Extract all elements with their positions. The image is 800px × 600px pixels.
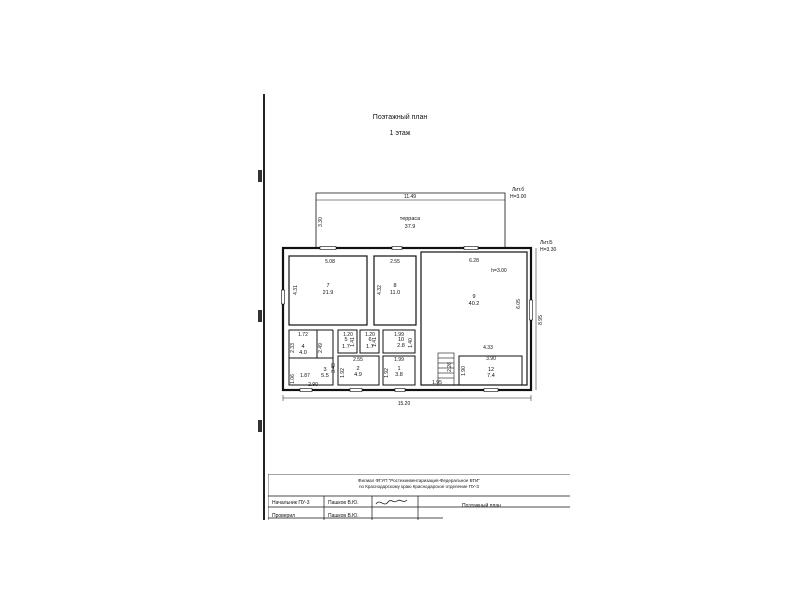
room-4-wall (288, 329, 318, 359)
dim-terrace-width: 11.49 (404, 194, 416, 200)
room-3-wall (288, 357, 334, 386)
dim-r8-width: 2.55 (390, 259, 400, 265)
room-7-number: 7 (326, 283, 329, 289)
dim-r3-width: 1.87 (300, 373, 310, 379)
room-5-area: 1.7 (342, 344, 350, 350)
lit-top-height: Н=3.00 (510, 194, 526, 200)
room-2-wall (337, 355, 380, 386)
org-line-1: Филиал ФГУП "Ростехинвентаризация-Федера… (358, 478, 480, 483)
signature (375, 499, 408, 505)
dim-stair-height: 2.26 (447, 362, 453, 372)
room-5-number: 5 (344, 337, 347, 343)
terrace-label: терраса (400, 216, 421, 222)
dim-r10-height: 1.40 (408, 338, 414, 348)
dim-stair-width: 1.95 (432, 380, 442, 386)
room-3-area: 5.5 (321, 373, 329, 379)
dim-r10-width: 1.99 (394, 332, 404, 338)
room-3-number: 3 (323, 367, 326, 373)
stamp-doc-title: Поэтажный план (462, 503, 501, 509)
dim-r12-height: 1.90 (461, 366, 467, 376)
room-7-wall (288, 255, 368, 326)
room-7-area: 21.9 (323, 290, 334, 296)
room-12-area: 7.4 (487, 373, 495, 379)
dim-r3-total: 2.90 (308, 382, 318, 388)
dim-r3-height: 3.49 (331, 363, 337, 373)
room-2-number: 2 (356, 366, 359, 372)
room-2-area: 4.9 (354, 372, 362, 378)
dim-r6-width: 1.20 (365, 332, 375, 338)
dim-r3-side: 1.06 (290, 374, 296, 384)
dim-total-width: 15.20 (398, 401, 411, 407)
dim-r7-width: 5.08 (325, 259, 335, 265)
dim-r4-height2: 2.49 (318, 343, 324, 353)
stamp-name-2: Пашков В.Ю. (328, 513, 359, 519)
room-10-wall (382, 329, 416, 354)
dim-r5-height: 1.41 (350, 337, 356, 347)
dim-r2-width: 2.55 (353, 357, 363, 363)
room-9-area: 40.2 (469, 301, 480, 307)
dim-r1-width: 1.99 (394, 357, 404, 363)
room-5-wall (337, 329, 358, 354)
dim-r12-width: 3.90 (486, 356, 496, 362)
lit-right-height: Н=3.30 (540, 247, 556, 253)
dim-r12-top: 4.33 (483, 345, 493, 351)
org-line-2: по Краснодарскому краю Краснодарское отд… (359, 484, 479, 489)
room-6-area: 1.7 (366, 344, 374, 350)
room-9-number: 9 (472, 294, 475, 300)
room-8-number: 8 (393, 283, 396, 289)
dim-r4-width: 1.72 (298, 332, 308, 338)
dim-r7-height: 4.31 (293, 285, 299, 295)
room-1-number: 1 (397, 366, 400, 372)
dim-total-height: 8.95 (538, 315, 544, 325)
dim-r8-height: 4.32 (377, 285, 383, 295)
room-8-wall (373, 255, 417, 326)
room-6-number: 6 (368, 337, 371, 343)
stamp-role-1: Начальник ПУ-3 (272, 500, 310, 506)
room-6-wall (359, 329, 380, 354)
margin-tick (258, 170, 262, 182)
margin-tick (258, 420, 262, 432)
dim-r6-height: 1.41 (372, 337, 378, 347)
document-title: Поэтажный план (372, 114, 428, 121)
room-10-area: 2.8 (397, 343, 405, 349)
dim-r9-height: 6.05 (516, 299, 522, 309)
stamp-name-1: Пашков В.Ю. (328, 500, 359, 506)
room-4-number: 4 (301, 344, 304, 350)
room-1-area: 3.8 (395, 372, 403, 378)
stamp-role-2: Проверил (272, 513, 296, 519)
lit-top-label: Лит.б (512, 187, 524, 193)
dim-r4-height: 2.33 (290, 343, 296, 353)
dim-r2-height: 1.92 (340, 368, 346, 378)
staircase (437, 352, 455, 386)
floor-label: 1 этаж (389, 130, 411, 137)
dim-r5-width: 1.20 (343, 332, 353, 338)
dim-r9-width: 6.28 (469, 258, 479, 264)
room-9-wall (420, 251, 528, 386)
title-block (268, 474, 570, 520)
dim-terrace-depth: 3.30 (318, 217, 324, 227)
terrace-area: 37.9 (405, 224, 416, 230)
room-12-number: 12 (488, 367, 494, 373)
dim-r1-height: 1.92 (384, 368, 390, 378)
margin-tick (258, 310, 262, 322)
room-10-number: 10 (398, 337, 404, 343)
binding-margin-line (263, 94, 265, 520)
room-8-area: 11.0 (390, 290, 400, 296)
terrace-outline (315, 192, 506, 248)
room-12-wall (458, 355, 523, 386)
room-4-area: 4.0 (299, 350, 307, 356)
lit-right-label: Лит.Б (540, 240, 553, 246)
room-1-wall (382, 355, 416, 386)
organization-block: Филиал ФГУП "Ростехинвентаризация-Федера… (268, 478, 570, 490)
dim-r9-ceiling: h=3.00 (491, 268, 507, 274)
